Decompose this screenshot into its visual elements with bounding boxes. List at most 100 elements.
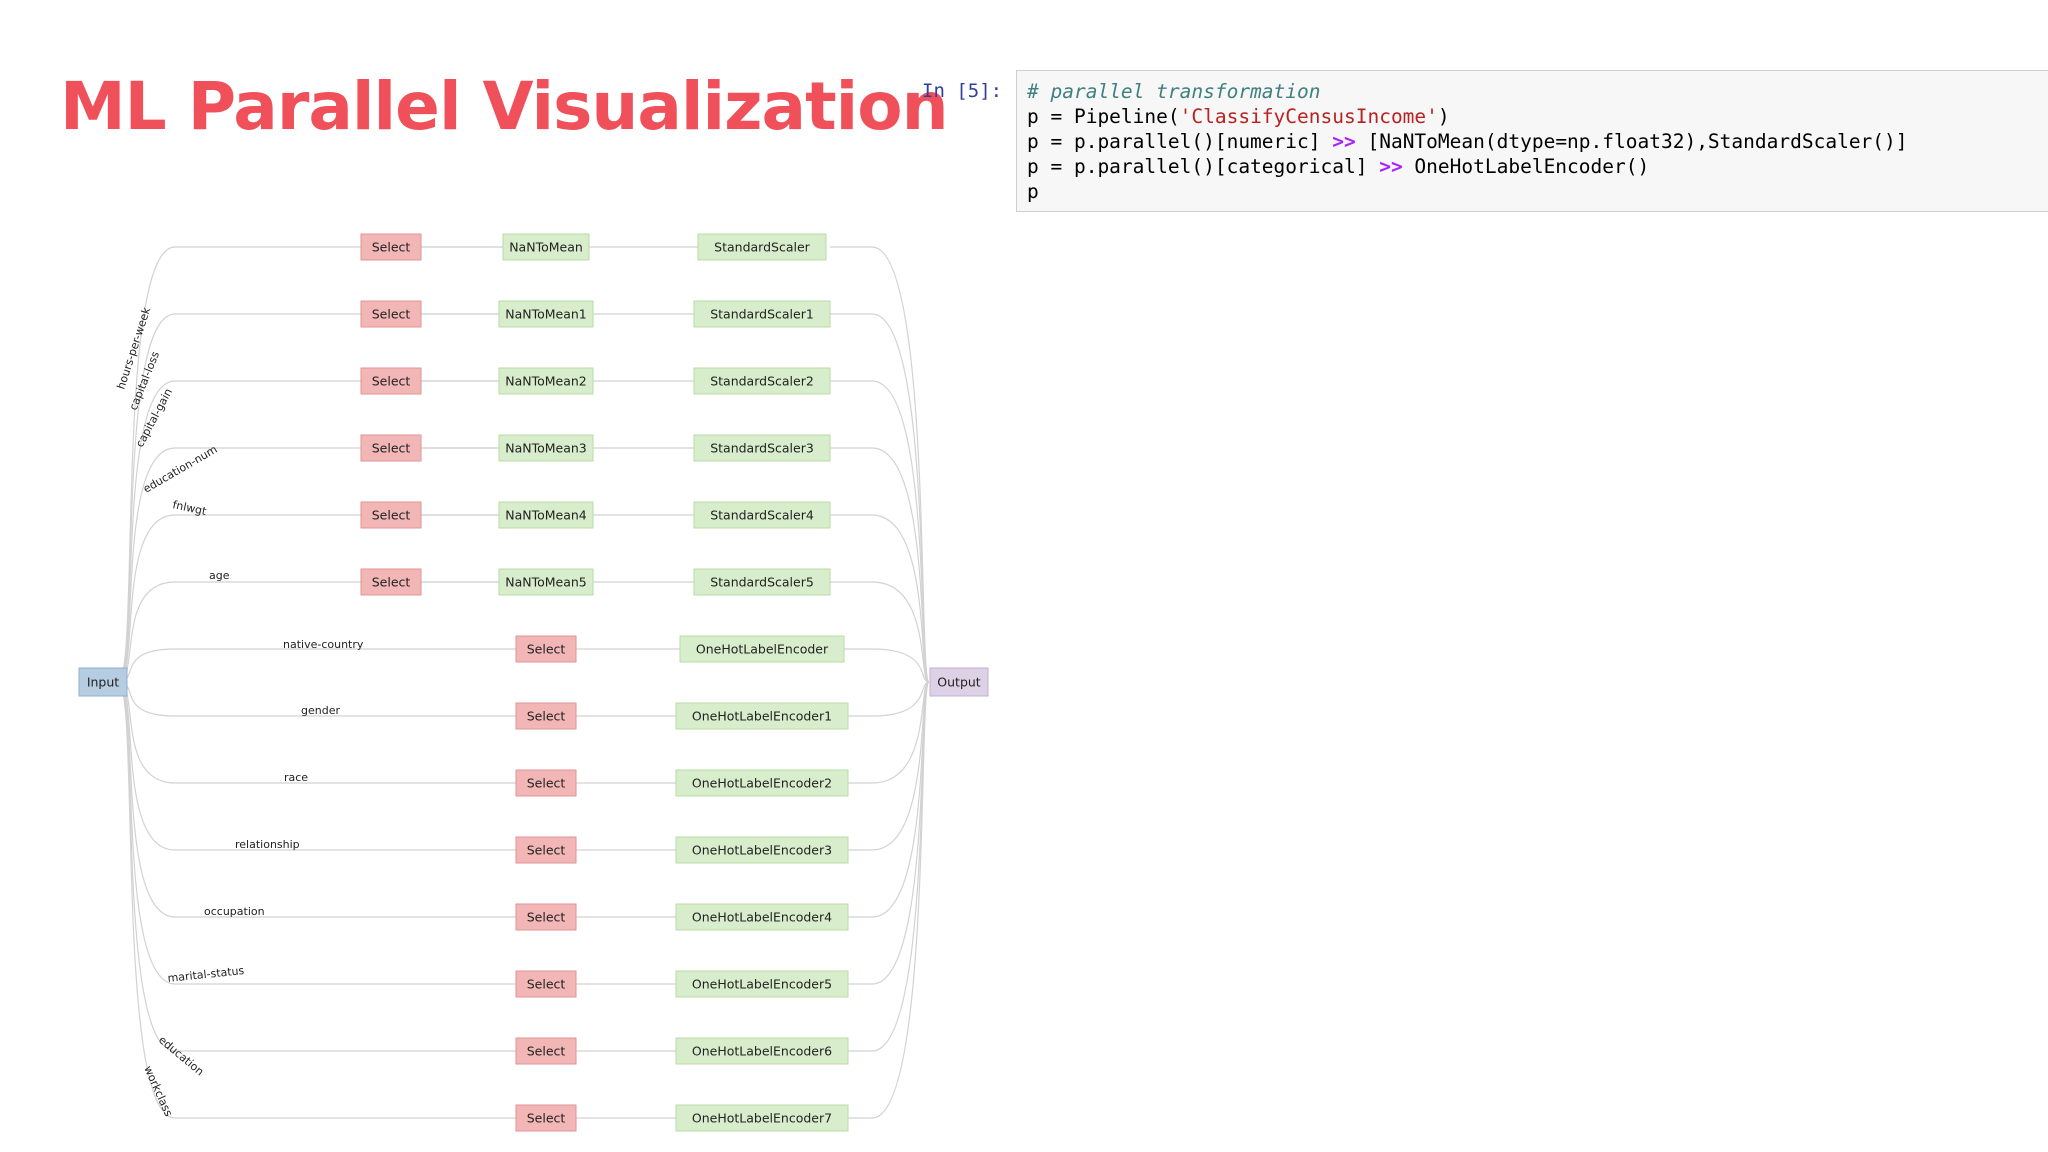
nantomean-node[interactable]: NaNToMean2 (498, 367, 594, 395)
select-node[interactable]: Select (360, 367, 422, 395)
input-edge (117, 681, 360, 918)
input-node-box (78, 667, 128, 697)
standardscaler-node[interactable]: StandardScaler4 (693, 501, 831, 529)
select-node-label: Select (372, 575, 411, 590)
output-node-label: Output (937, 675, 981, 690)
graph-edge-labels: hours-per-weekcapital-losscapital-gained… (114, 305, 363, 1119)
input-edge (117, 581, 360, 683)
standardscaler-node-label: StandardScaler2 (710, 374, 814, 389)
standardscaler-node-label: StandardScaler1 (710, 307, 814, 322)
input-node[interactable]: Input (78, 667, 128, 697)
onehotlabelencoder-node-label: OneHotLabelEncoder (696, 642, 829, 657)
feature-label: age (209, 569, 230, 582)
select-node-label: Select (527, 776, 566, 791)
onehotlabelencoder-node[interactable]: OneHotLabelEncoder4 (675, 903, 849, 931)
select-node[interactable]: Select (360, 501, 422, 529)
standardscaler-node[interactable]: StandardScaler2 (693, 367, 831, 395)
standardscaler-node-box (693, 501, 831, 529)
input-node-label: Input (87, 675, 119, 690)
standardscaler-node[interactable]: StandardScaler (697, 233, 827, 261)
select-node[interactable]: Select (515, 635, 577, 663)
onehotlabelencoder-node[interactable]: OneHotLabelEncoder1 (675, 702, 849, 730)
output-edge (830, 681, 930, 784)
select-node[interactable]: Select (515, 769, 577, 797)
select-node-box (360, 367, 422, 395)
standardscaler-node[interactable]: StandardScaler1 (693, 300, 831, 328)
feature-label: race (284, 771, 308, 784)
select-node[interactable]: Select (360, 434, 422, 462)
nantomean-node[interactable]: NaNToMean3 (498, 434, 594, 462)
onehotlabelencoder-node-box (675, 702, 849, 730)
onehotlabelencoder-node-label: OneHotLabelEncoder3 (692, 843, 832, 858)
select-node-box (360, 568, 422, 596)
code-token: OneHotLabelEncoder() (1402, 155, 1650, 178)
nantomean-node[interactable]: NaNToMean1 (498, 300, 594, 328)
onehotlabelencoder-node[interactable]: OneHotLabelEncoder7 (675, 1104, 849, 1132)
onehotlabelencoder-node[interactable]: OneHotLabelEncoder (679, 635, 845, 663)
select-node[interactable]: Select (515, 970, 577, 998)
code-line: p = p.parallel()[numeric] >> [NaNToMean(… (1027, 129, 2038, 154)
input-edge (117, 380, 360, 683)
onehotlabelencoder-node-box (675, 903, 849, 931)
nantomean-node-box (498, 568, 594, 596)
cell-prompt: In [5]: (922, 80, 1003, 102)
standardscaler-node-box (697, 233, 827, 261)
standardscaler-node-box (693, 367, 831, 395)
onehotlabelencoder-node[interactable]: OneHotLabelEncoder5 (675, 970, 849, 998)
select-node-label: Select (372, 307, 411, 322)
onehotlabelencoder-node-label: OneHotLabelEncoder7 (692, 1111, 832, 1126)
feature-label: gender (301, 704, 340, 717)
select-node[interactable]: Select (360, 233, 422, 261)
onehotlabelencoder-node[interactable]: OneHotLabelEncoder2 (675, 769, 849, 797)
onehotlabelencoder-node[interactable]: OneHotLabelEncoder6 (675, 1037, 849, 1065)
standardscaler-node[interactable]: StandardScaler3 (693, 434, 831, 462)
select-node[interactable]: Select (515, 836, 577, 864)
nantomean-node[interactable]: NaNToMean (502, 233, 590, 261)
nantomean-node-label: NaNToMean (509, 240, 583, 255)
select-node-label: Select (527, 910, 566, 925)
standardscaler-node-label: StandardScaler5 (710, 575, 814, 590)
select-node-label: Select (527, 642, 566, 657)
feature-label: occupation (204, 905, 265, 918)
feature-label: native-country (283, 638, 364, 651)
code-line: p (1027, 179, 2038, 204)
pipeline-diagram: hours-per-weekcapital-losscapital-gained… (78, 233, 989, 1132)
output-edge (830, 380, 930, 683)
select-node[interactable]: Select (515, 702, 577, 730)
output-node[interactable]: Output (929, 667, 989, 697)
feature-label: marital-status (167, 964, 245, 985)
onehotlabelencoder-node[interactable]: OneHotLabelEncoder3 (675, 836, 849, 864)
output-edge (830, 648, 930, 683)
select-node-box (515, 836, 577, 864)
select-node-box (515, 635, 577, 663)
code-token: # parallel transformation (1027, 80, 1321, 103)
graph-edges (117, 246, 930, 1119)
nantomean-node-label: NaNToMean2 (505, 374, 587, 389)
nantomean-node-label: NaNToMean1 (505, 307, 587, 322)
code-token: ) (1437, 105, 1450, 128)
standardscaler-node[interactable]: StandardScaler5 (693, 568, 831, 596)
select-node-box (360, 300, 422, 328)
select-node-box (515, 702, 577, 730)
nantomean-node-box (498, 501, 594, 529)
page-title: ML Parallel Visualization (60, 68, 949, 145)
standardscaler-node-box (693, 568, 831, 596)
select-node-box (515, 970, 577, 998)
code-token: p = p.parallel()[categorical] (1027, 155, 1380, 178)
select-node[interactable]: Select (515, 1037, 577, 1065)
standardscaler-node-box (693, 434, 831, 462)
code-token: p = p.parallel()[numeric] (1027, 130, 1333, 153)
select-node[interactable]: Select (360, 300, 422, 328)
select-node-box (360, 434, 422, 462)
select-node[interactable]: Select (515, 1104, 577, 1132)
select-node-box (515, 903, 577, 931)
select-node[interactable]: Select (360, 568, 422, 596)
feature-label: relationship (235, 838, 300, 851)
nantomean-node[interactable]: NaNToMean5 (498, 568, 594, 596)
standardscaler-node-label: StandardScaler3 (710, 441, 814, 456)
input-edge (117, 681, 360, 784)
nantomean-node[interactable]: NaNToMean4 (498, 501, 594, 529)
select-node[interactable]: Select (515, 903, 577, 931)
